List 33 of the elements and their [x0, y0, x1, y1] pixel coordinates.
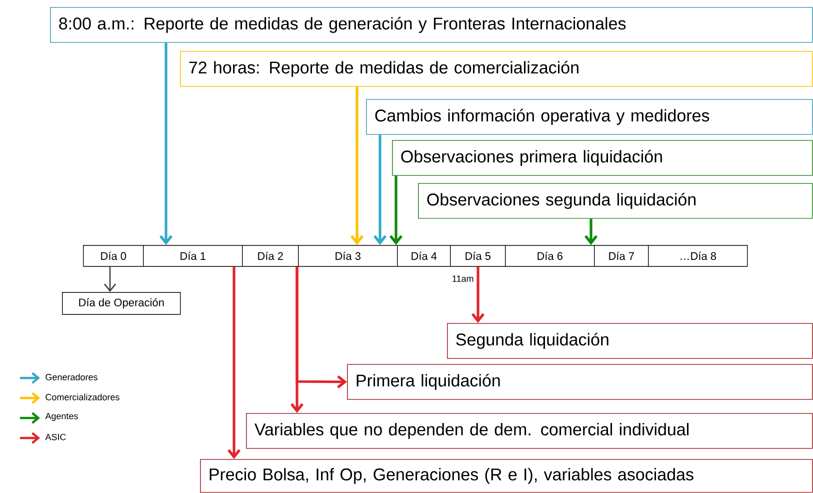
- arrow: [584, 218, 598, 245]
- text-box: Cambios información operativa y medidores: [366, 99, 813, 135]
- arrow: [290, 266, 304, 413]
- arrow: [373, 134, 387, 245]
- day-cell: Día 7: [594, 245, 649, 267]
- legend-label: Comercializadores: [46, 394, 120, 400]
- day-cell: Día 0: [83, 245, 144, 267]
- text-box: Primera liquidación: [347, 364, 813, 400]
- text-box: Precio Bolsa, Inf Op, Generaciones (R e I), variables asociadas: [200, 459, 813, 493]
- legend-label: Generadores: [46, 374, 98, 380]
- arrow: [104, 266, 116, 292]
- text-box: Variables que no dependen de dem. comercial individual: [246, 413, 813, 449]
- label-box: Día de Operación: [62, 292, 181, 315]
- arrow: [227, 266, 241, 459]
- day-cell: Día 4: [397, 245, 451, 267]
- day-cell: Día 6: [505, 245, 595, 267]
- day-cell: Día 1: [143, 245, 243, 267]
- text-box: Segunda liquidación: [447, 323, 813, 359]
- legend-label: ASIC: [45, 434, 66, 440]
- text-box: 8:00 a.m.: Reporte de medidas de generación y Fronteras Internacionales: [50, 7, 813, 43]
- text-box: 72 horas: Reporte de medidas de comercialización: [180, 51, 813, 87]
- legend-label: Agentes: [45, 412, 78, 422]
- day-cell: Día 2: [242, 245, 299, 267]
- text-box: Observaciones primera liquidación: [392, 140, 813, 176]
- day-cell: …Día 8: [648, 245, 748, 267]
- arrow: [159, 42, 173, 245]
- edge-label: 11am: [450, 274, 475, 283]
- day-cell: Día 3: [298, 245, 398, 267]
- arrow: [350, 86, 364, 245]
- day-cell: Día 5: [450, 245, 506, 267]
- text-box: Observaciones segunda liquidación: [418, 183, 813, 219]
- arrow: [471, 266, 485, 323]
- arrow: [389, 176, 403, 245]
